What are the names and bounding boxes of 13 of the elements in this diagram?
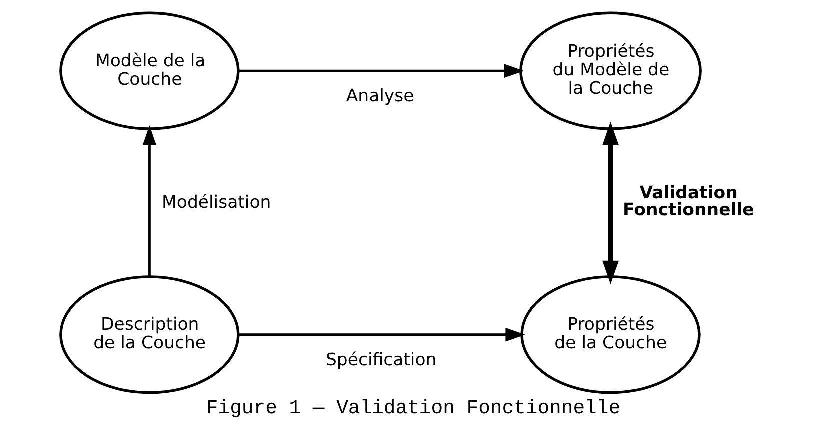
edge-label: Validation Fonctionnelle: [623, 183, 754, 221]
arrow: [602, 122, 619, 284]
node-ellipse: Propriétés du Modèle de la Couche: [520, 12, 702, 130]
edge-label: Analyse: [346, 86, 414, 107]
node-ellipse: Description de la Couche: [60, 276, 240, 394]
arrow: [142, 126, 157, 277]
node-ellipse: Modèle de la Couche: [60, 12, 240, 130]
arrow: [238, 328, 526, 342]
edge-label: Modélisation: [162, 193, 272, 214]
node-ellipse: Propriétés de la Couche: [520, 276, 701, 394]
edge-label: Spécification: [326, 350, 437, 370]
caption: Figure 1 — Validation Fonctionnelle: [206, 398, 621, 420]
arrow: [238, 64, 524, 78]
